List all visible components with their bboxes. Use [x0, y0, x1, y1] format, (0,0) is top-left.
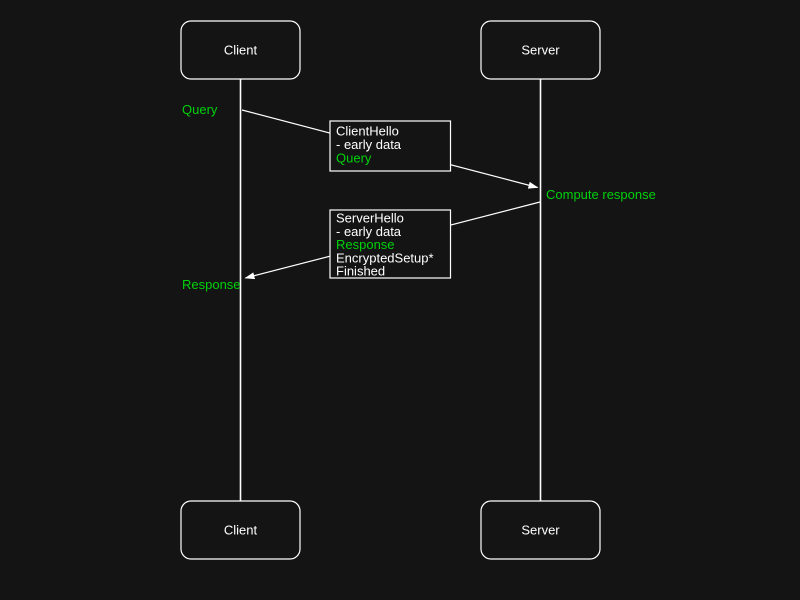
message-client-hello-line: - early data — [336, 137, 402, 152]
message-server-hello: ServerHello - early data Response Encryp… — [329, 209, 452, 279]
message-client-hello-box — [329, 120, 452, 172]
actor-client-bottom-box — [180, 500, 301, 560]
response-label: Response — [182, 277, 241, 292]
actor-client-top: Client — [180, 20, 301, 80]
actor-server-bottom: Server — [480, 500, 601, 560]
message-server-hello-line: - early data — [336, 224, 402, 239]
message-client-hello: ClientHello - early data Query — [329, 120, 452, 172]
message-client-hello-line: ClientHello — [336, 124, 399, 139]
actor-server-top: Server — [480, 20, 601, 80]
message-client-hello-line: Query — [336, 151, 372, 166]
message-server-hello-line: Finished — [336, 264, 385, 279]
actor-client-top-box — [180, 20, 301, 80]
actor-server-bottom-box — [480, 500, 601, 560]
actor-server-bottom-label: Server — [521, 523, 560, 538]
compute-response-label: Compute response — [546, 187, 656, 202]
message-server-hello-box — [329, 209, 452, 279]
message-server-hello-line: Response — [336, 237, 395, 252]
actor-server-top-label: Server — [521, 43, 560, 58]
message-server-hello-line: ServerHello — [336, 211, 404, 226]
message-server-hello-line: EncryptedSetup* — [336, 250, 434, 265]
actor-server-top-box — [480, 20, 601, 80]
actor-client-bottom-label: Client — [224, 523, 258, 538]
actor-client-bottom: Client — [180, 500, 301, 560]
actor-client-top-label: Client — [224, 43, 258, 58]
query-label: Query — [182, 102, 218, 117]
